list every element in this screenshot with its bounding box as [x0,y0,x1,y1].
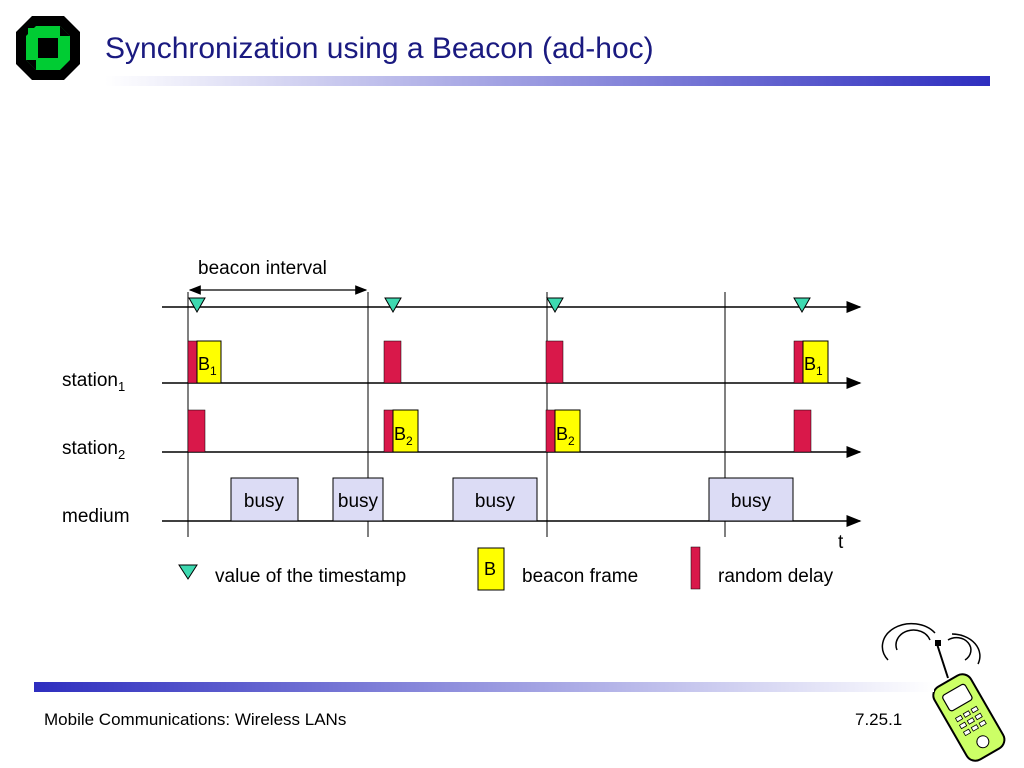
timestamp-markers [188,297,811,314]
busy-label: busy [475,491,516,512]
beacon-frame-block [196,340,222,384]
legend-beacon-symbol: B [484,559,496,579]
busy-label: busy [731,491,772,512]
legend-timestamp-label: value of the timestamp [215,566,406,587]
random-delay-block [545,340,564,384]
busy-block [230,477,299,522]
beacon-interval-label: beacon interval [198,258,327,279]
random-delay-block [793,409,812,453]
station2-events: B2 B2 [187,409,812,453]
university-logo-icon [16,16,80,80]
footer-course-title: Mobile Communications: Wireless LANs [44,710,347,729]
legend-timestamp-icon [178,564,198,580]
timestamp-marker-icon [793,297,811,314]
legend-beacon-icon [477,547,505,591]
timestamp-marker-icon [546,297,564,314]
time-axis-label: t [838,532,844,553]
timestamp-marker-icon [188,297,206,314]
random-delay-block [793,340,804,384]
legend-delay-label: random delay [718,566,834,587]
busy-label: busy [338,491,379,512]
medium-busy-periods: busy busy busy busy [230,477,794,522]
busy-block [708,477,794,522]
legend-delay-icon [690,546,701,590]
beacon-frame-block [392,409,419,453]
title-underline-bar [105,76,990,86]
row-label-station2: station2 [62,438,125,462]
random-delay-block [383,409,394,453]
mobile-phone-icon [881,622,1006,762]
beacon-frame-block [554,409,581,453]
busy-block [332,477,384,522]
station1-events: B1 B1 [187,340,829,384]
beacon-frame-label: B1 [804,354,823,378]
busy-block [452,477,538,522]
busy-label: busy [244,491,285,512]
row-label-station1: station1 [62,370,125,394]
beacon-frame-label: B1 [198,354,217,378]
random-delay-block [545,409,556,453]
timestamp-marker-icon [384,297,402,314]
footer-gradient-bar [34,682,934,692]
slide-title: Synchronization using a Beacon (ad-hoc) [105,32,654,65]
random-delay-block [187,409,206,453]
row-label-medium: medium [62,506,130,527]
beacon-frame-label: B2 [556,424,575,448]
footer-slide-number: 7.25.1 [855,710,903,729]
legend-beacon-label: beacon frame [522,566,638,587]
beacon-frame-block [802,340,829,384]
legend: value of the timestamp B beacon frame ra… [178,546,834,591]
beacon-frame-label: B2 [394,424,413,448]
random-delay-block [187,340,198,384]
random-delay-block [383,340,402,384]
